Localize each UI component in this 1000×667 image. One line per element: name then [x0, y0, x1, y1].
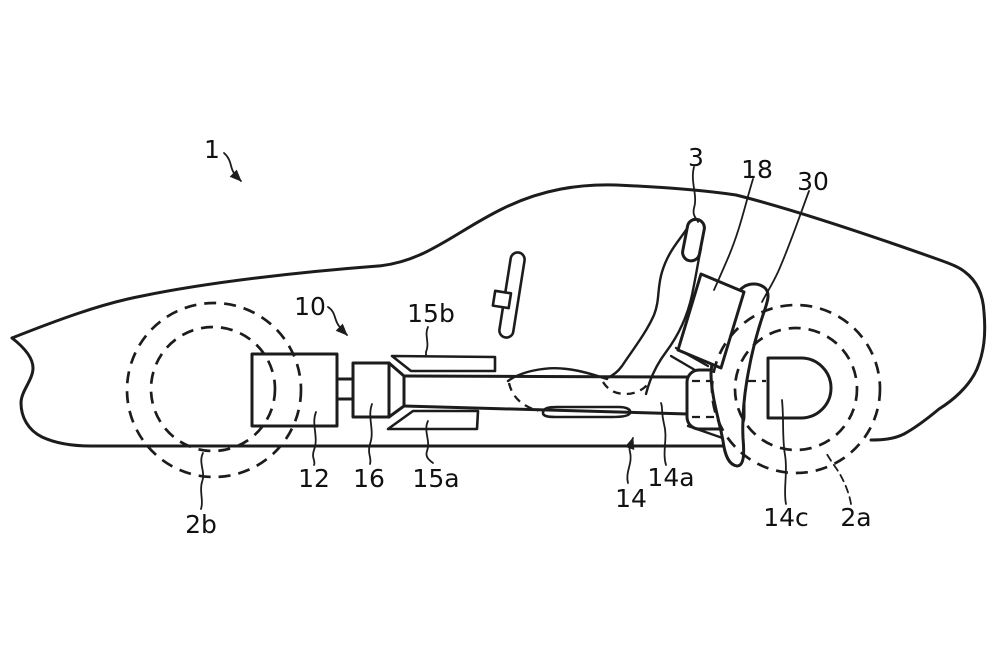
leader-15b	[425, 326, 429, 357]
power-unit-box-12	[250, 352, 339, 428]
rear-motor-14c-d-shape	[766, 356, 833, 420]
front-wheel-outer-circle	[125, 301, 303, 479]
leader-16	[368, 403, 373, 465]
ref-label-14: 14	[615, 484, 647, 513]
ref-label-14a: 14a	[647, 463, 694, 492]
ref-label-30: 30	[797, 167, 829, 196]
rear-wheel-outer-circle	[710, 303, 882, 475]
leader-3	[691, 166, 699, 223]
ref-label-2a: 2a	[840, 503, 871, 532]
leader-30	[761, 190, 810, 303]
leader-18	[713, 178, 754, 291]
rear-wheel-inner-circle	[733, 326, 859, 452]
seat-headrest	[681, 217, 706, 263]
coupling-connector	[335, 377, 355, 401]
ref-label-10: 10	[294, 292, 326, 321]
leader-14c	[781, 399, 787, 505]
leader-15a	[425, 420, 434, 464]
seat-back-rear-edge	[644, 246, 703, 396]
ref-label-2b: 2b	[185, 510, 217, 539]
front-wheel-inner-circle	[149, 325, 277, 453]
ref-label-15b: 15b	[407, 299, 455, 328]
ref-label-18: 18	[741, 155, 773, 184]
leader-2b	[200, 452, 205, 510]
ref-label-3: 3	[688, 143, 704, 172]
car-nose-and-floor-line	[10, 336, 735, 448]
car-body-upper-outline	[10, 183, 987, 442]
leader-12	[312, 411, 317, 466]
steering-column-stub	[491, 289, 513, 310]
upper-fin-15b	[390, 354, 497, 373]
leader-2a	[824, 450, 852, 505]
seat-cushion-top-edge	[506, 367, 609, 383]
shaft-flare-cone	[387, 361, 406, 419]
lower-fin-15a	[386, 409, 480, 431]
leader-14a	[660, 402, 667, 466]
propeller-shaft-lines	[402, 374, 690, 416]
leader-arrow-1	[223, 152, 242, 182]
ref-label-15a: 15a	[412, 464, 459, 493]
leader-arrow-10	[327, 306, 348, 336]
leader-arrow-14	[624, 437, 635, 484]
seat-back-front-edge	[605, 228, 688, 380]
ref-label-1: 1	[204, 135, 220, 164]
ref-label-16: 16	[353, 464, 385, 493]
ref-label-14c: 14c	[763, 503, 809, 532]
ref-label-12: 12	[298, 464, 330, 493]
seat-cushion-hidden-edges	[507, 380, 651, 413]
tilted-plate-18	[676, 272, 746, 370]
